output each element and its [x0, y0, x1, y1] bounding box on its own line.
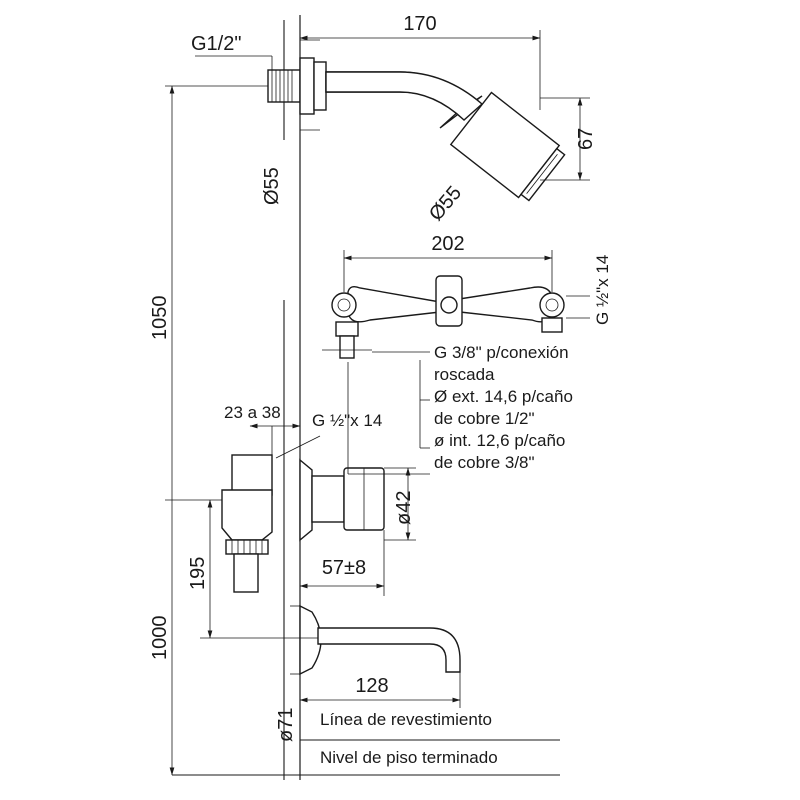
dimension-lines: [165, 30, 590, 776]
dim-handle-diameter: ø42: [393, 491, 415, 525]
dim-wall-depth: 23 a 38: [224, 403, 281, 422]
dim-shower-head-diameter: Ø55: [425, 182, 466, 225]
shower-arm-body: [325, 71, 484, 121]
note-line-3: Ø ext. 14,6 p/caño: [434, 387, 573, 406]
dim-total-height: 1050: [149, 296, 171, 341]
dim-valve-side-thread: G ½"x 14: [593, 255, 612, 325]
reference-labels: Línea de revestimiento Nivel de piso ter…: [320, 710, 498, 767]
spout-assembly: [299, 604, 461, 676]
shower-assembly: [267, 57, 566, 202]
valve-right-nut: [541, 317, 563, 333]
note-line-6: de cobre 3/8": [434, 453, 535, 472]
mixer-body-top: [231, 454, 273, 496]
connection-notes: G 3/8" p/conexión roscada Ø ext. 14,6 p/…: [434, 343, 573, 472]
shower-flange: [299, 57, 315, 115]
note-line-2: roscada: [434, 365, 495, 384]
dim-shower-arm-length: 170: [403, 13, 436, 35]
valve-body-front: [331, 275, 565, 359]
dim-shower-flange-diameter: Ø55: [261, 167, 283, 205]
spout-body: [317, 627, 461, 673]
dim-spout-flange-diameter: ø71: [275, 708, 297, 742]
dim-shower-head-height: 67: [575, 128, 597, 150]
mixer-side-view: [221, 454, 385, 593]
dim-handle-projection: 57±8: [322, 557, 366, 579]
valve-center-port: [440, 296, 458, 314]
mixer-handle-base: [311, 475, 345, 523]
finish-line-label: Línea de revestimiento: [320, 710, 492, 729]
dim-spout-length: 128: [355, 675, 388, 697]
dim-valve-inlet-thread: G ½"x 14: [312, 411, 382, 430]
valve-right-inlet: [539, 292, 565, 318]
valve-left-connector: [339, 335, 355, 359]
note-line-1: G 3/8" p/conexión: [434, 343, 569, 362]
note-line-5: ø int. 12,6 p/caño: [434, 431, 565, 450]
mixer-escutcheon: [299, 458, 313, 542]
dim-valve-spacing: 202: [431, 233, 464, 255]
dimension-labels: 170 G1/2" Ø55 Ø55 67 202 G ½"x 14 1050 2…: [149, 13, 612, 742]
dim-outlet-height: 195: [187, 557, 209, 590]
shower-flange-ring: [313, 61, 327, 111]
note-line-4: de cobre 1/2": [434, 409, 535, 428]
floor-level-label: Nivel de piso terminado: [320, 748, 498, 767]
dim-shower-inlet-thread: G1/2": [191, 33, 241, 55]
valve-left-nut: [335, 321, 359, 337]
mixer-outlet-pipe: [233, 553, 259, 593]
valve-left-inlet: [331, 292, 357, 318]
dim-spout-height: 1000: [149, 616, 171, 661]
mixer-body-elbow: [221, 489, 273, 541]
